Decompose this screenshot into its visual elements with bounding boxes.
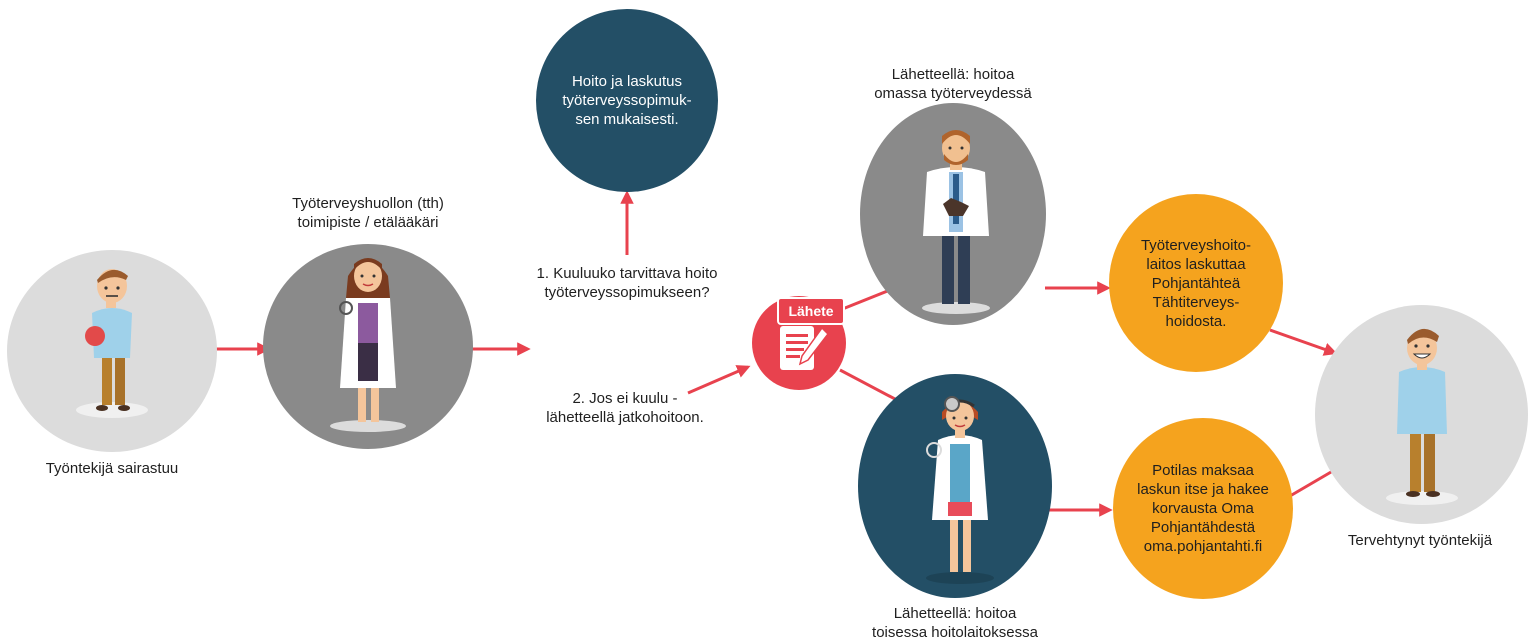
arrow-to-referral bbox=[687, 365, 751, 395]
own-health-care-line-1: Lähetteellä: hoitoa bbox=[891, 66, 1015, 83]
patient-pays-line-2: laskun itse ja hakee bbox=[1137, 481, 1269, 498]
patient-pays-line-3: korvausta Oma bbox=[1152, 500, 1254, 517]
contract-care-line-1: Hoito ja laskutus bbox=[571, 73, 683, 90]
facility-bills-text: Työterveyshoito- laitos laskuttaa Pohjan… bbox=[1109, 194, 1283, 372]
referral-document-icon bbox=[780, 326, 829, 370]
node-contract-care-circle bbox=[536, 9, 718, 192]
facility-bills-line-5: hoidosta. bbox=[1165, 312, 1227, 330]
own-health-care-line-2: omassa työterveydessä bbox=[874, 85, 1032, 102]
label-question-2: 2. Jos ei kuulu - lähetteellä jatkohoito… bbox=[520, 389, 730, 427]
patient-pays-line-4: Pohjantähdestä bbox=[1150, 519, 1256, 536]
label-question-1: 1. Kuuluuko tarvittava hoito työterveyss… bbox=[497, 264, 757, 302]
label-occupational-health-line-2: toimipiste / etälääkäri bbox=[297, 214, 439, 231]
node-facility-bills-circle bbox=[1109, 194, 1283, 372]
label-occupational-health: Työterveyshuollon (tth) toimipiste / etä… bbox=[253, 194, 483, 232]
patient-pays-text: Potilas maksaa laskun itse ja hakee korv… bbox=[1113, 418, 1293, 599]
happy-man-icon bbox=[1386, 328, 1458, 505]
question-1-line-1: 1. Kuuluuko tarvittava hoito bbox=[536, 265, 718, 282]
label-own-health-care: Lähetteellä: hoitoa omassa työterveydess… bbox=[843, 65, 1063, 103]
facility-bills-line-2: laitos laskuttaa bbox=[1146, 255, 1246, 273]
contract-care-line-3: sen mukaisesti. bbox=[575, 111, 679, 128]
question-2-line-1: 2. Jos ei kuulu - bbox=[572, 390, 678, 407]
arrow-billing-to-recovered bbox=[1269, 328, 1338, 356]
contract-care-text: Hoito ja laskutus työterveyssopimuk- sen… bbox=[536, 9, 718, 192]
patient-pays-line-5: oma.pohjantahti.fi bbox=[1143, 538, 1263, 555]
question-1-line-2: työterveyssopimukseen? bbox=[544, 284, 710, 301]
label-recovered-employee: Tervehtynyt työntekijä bbox=[1347, 532, 1493, 549]
contract-care-line-2: työterveyssopimuk- bbox=[562, 92, 692, 109]
facility-bills-line-4: Tähtiterveys- bbox=[1152, 293, 1240, 311]
label-occupational-health-line-1: Työterveyshuollon (tth) bbox=[292, 195, 444, 212]
male-doctor-icon bbox=[922, 130, 990, 314]
node-patient-pays-circle bbox=[1113, 418, 1293, 599]
sick-man-icon bbox=[76, 269, 148, 418]
question-2-line-2: lähetteellä jatkohoitoon. bbox=[546, 409, 704, 426]
facility-bills-line-3: Pohjantähteä bbox=[1151, 274, 1241, 292]
female-doctor-headmirror-icon bbox=[926, 396, 994, 584]
female-doctor-icon bbox=[330, 258, 406, 432]
patient-pays-line-1: Potilas maksaa bbox=[1152, 462, 1254, 479]
referral-badge: Lähete bbox=[777, 297, 845, 325]
other-facility-line-1: Lähetteellä: hoitoa bbox=[893, 605, 1017, 622]
facility-bills-line-1: Työterveyshoito- bbox=[1140, 236, 1252, 254]
other-facility-line-2: toisessa hoitolaitoksessa bbox=[872, 624, 1038, 641]
label-employee-sick: Työntekijä sairastuu bbox=[45, 460, 179, 477]
label-other-facility: Lähetteellä: hoitoa toisessa hoitolaitok… bbox=[840, 604, 1070, 642]
